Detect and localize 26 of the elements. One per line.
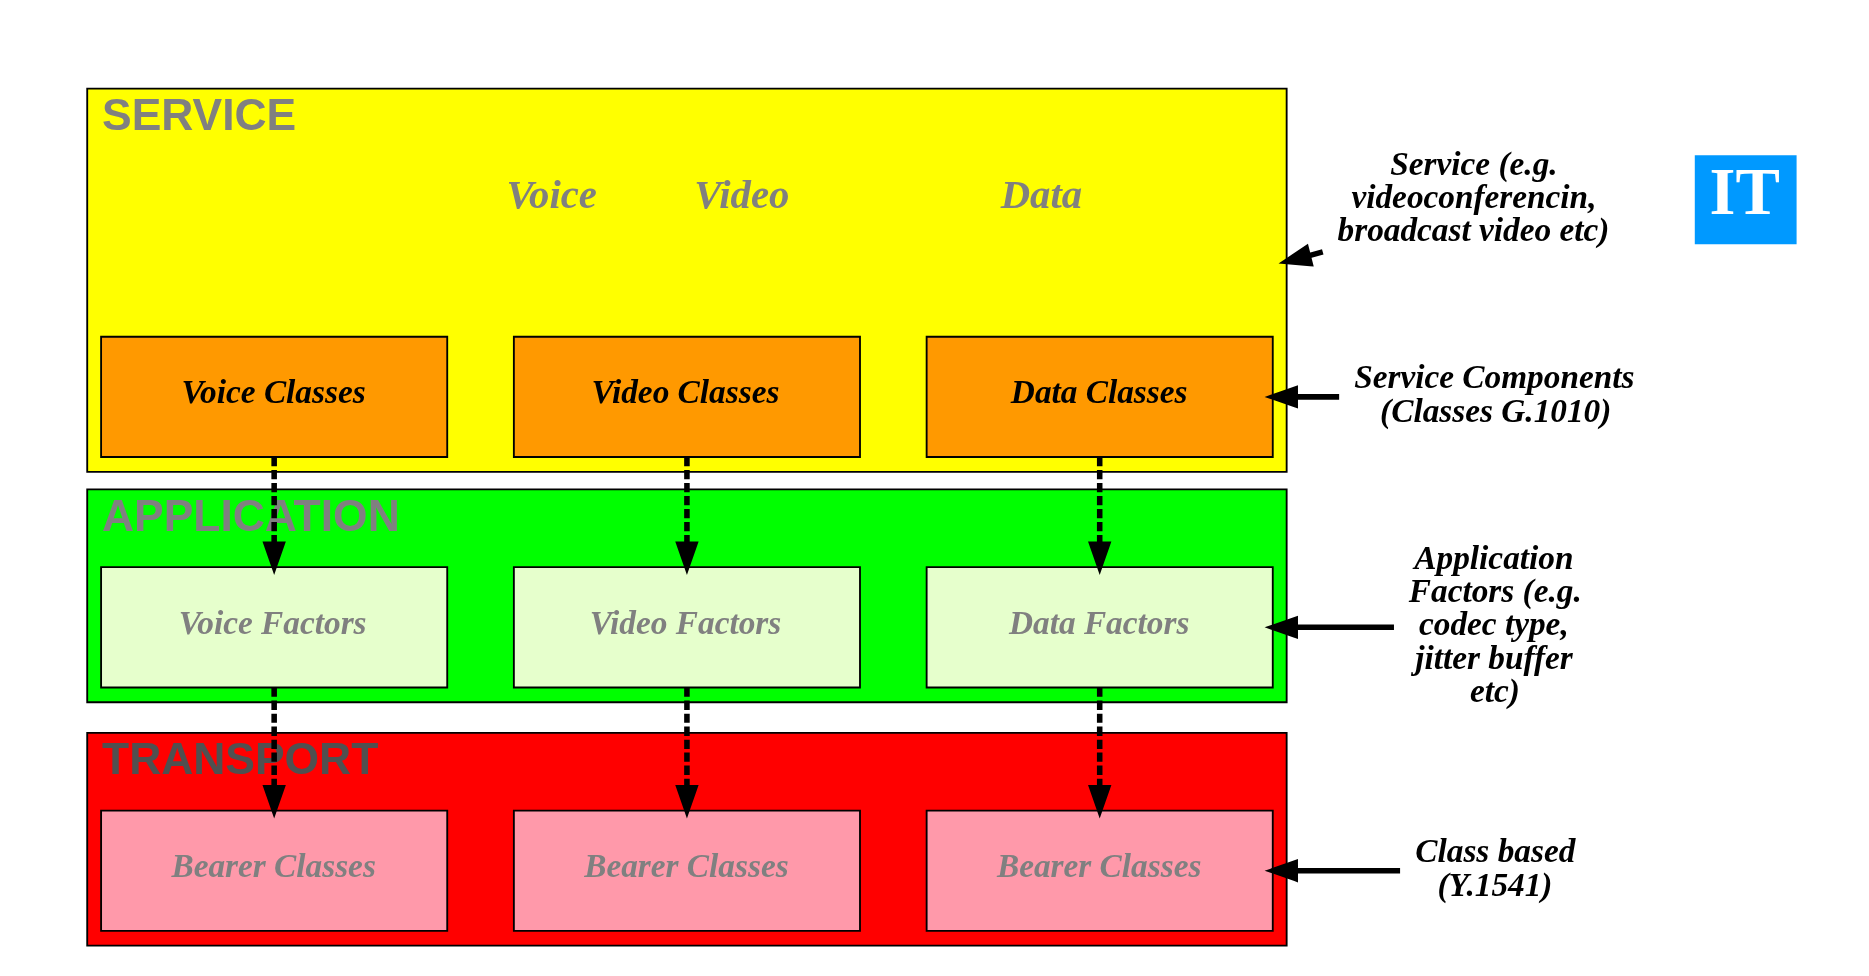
node-box: Voice Factors bbox=[100, 566, 449, 689]
node-box: Bearer Classes bbox=[925, 809, 1274, 932]
node-box: Voice Classes bbox=[100, 335, 449, 458]
node-text: Application Factors (e.g. codec type, jitter buffer etc) bbox=[1408, 538, 1582, 710]
arrow bbox=[675, 687, 699, 819]
node-box: Video Factors bbox=[512, 566, 861, 689]
node-box: Bearer Classes bbox=[100, 809, 449, 932]
node-text: Service Components (Classes G.1010) bbox=[1354, 358, 1635, 429]
arrow bbox=[262, 457, 286, 575]
node-box: Data Factors bbox=[925, 566, 1274, 689]
label: IT bbox=[1709, 155, 1780, 229]
node-text: Service (e.g. videoconferencin, broadcast video etc) bbox=[1337, 144, 1610, 249]
arrow bbox=[262, 687, 286, 819]
arrow bbox=[1088, 457, 1112, 575]
node-box: Data Classes bbox=[925, 335, 1274, 458]
arrow bbox=[675, 457, 699, 575]
arrow bbox=[1088, 687, 1112, 819]
node-box: Video Classes bbox=[512, 335, 861, 458]
arrow bbox=[1264, 385, 1340, 409]
node-text: Class based (Y.1541) bbox=[1415, 832, 1576, 903]
label: Video bbox=[694, 172, 790, 218]
node-box: Bearer Classes bbox=[512, 809, 861, 932]
arrow bbox=[1264, 615, 1394, 639]
label: Voice bbox=[506, 172, 597, 218]
arrow bbox=[1264, 859, 1401, 883]
label: Data bbox=[1000, 172, 1083, 218]
